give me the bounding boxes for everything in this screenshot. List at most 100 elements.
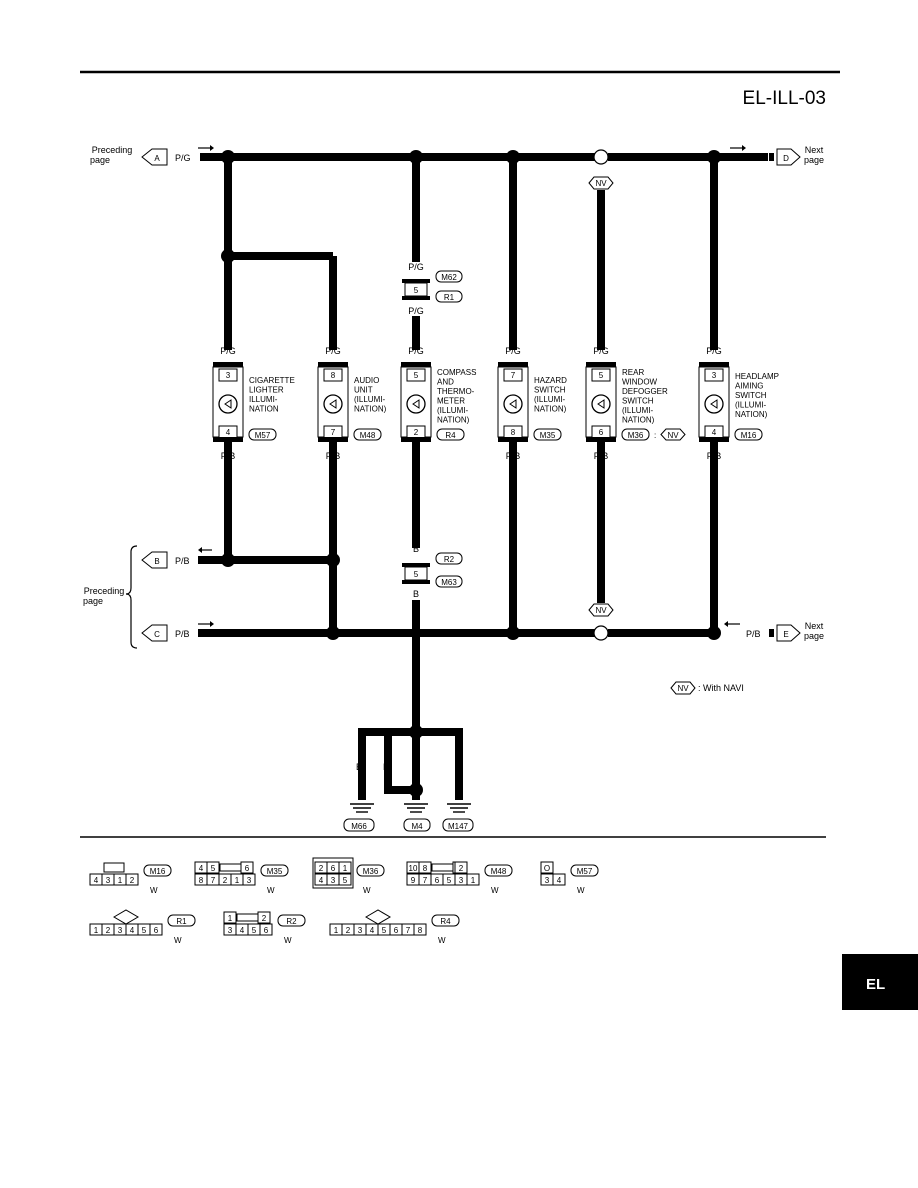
svg-text:P/B: P/B <box>175 629 190 639</box>
svg-text:6: 6 <box>154 926 159 935</box>
svg-text:2: 2 <box>223 876 228 885</box>
svg-text:5: 5 <box>343 876 348 885</box>
svg-text:M62: M62 <box>441 273 457 282</box>
connector-view-id: M57 <box>577 867 593 876</box>
offpage-connector-b: B P/B <box>141 547 212 569</box>
component-name-line: REAR <box>622 368 644 377</box>
svg-text:2: 2 <box>262 914 267 923</box>
svg-text:4: 4 <box>130 926 135 935</box>
svg-text:3: 3 <box>358 926 363 935</box>
vertical-wires <box>224 157 718 732</box>
nv-tag-top: NV <box>588 176 614 190</box>
wire-color-bottom: P/B <box>506 451 521 461</box>
ground-label-m4: M4 <box>411 822 423 831</box>
component-name-line: (ILLUMI- <box>735 401 766 410</box>
lamp-icon <box>218 394 238 414</box>
svg-text:3: 3 <box>118 926 123 935</box>
component-name-line: LIGHTER <box>249 386 284 395</box>
svg-text:2: 2 <box>346 926 351 935</box>
svg-text:5: 5 <box>414 570 419 579</box>
connector-view-id: M36 <box>363 867 379 876</box>
component-name-line: NATION) <box>622 416 655 425</box>
component-name-line: COMPASS <box>437 368 476 377</box>
svg-text:5: 5 <box>142 926 147 935</box>
component-name-line: (ILLUMI- <box>622 406 653 415</box>
wire-color-top: P/G <box>220 346 236 356</box>
svg-text:1: 1 <box>343 864 348 873</box>
svg-text:NV: NV <box>595 606 607 615</box>
lamp-icon <box>704 394 724 414</box>
connector-view-id: M48 <box>491 867 507 876</box>
svg-text:page: page <box>90 155 110 165</box>
offpage-connector-c: C P/B <box>141 621 214 642</box>
component-name-line: (ILLUMI- <box>534 395 565 404</box>
offpage-connector-a: Preceding page A P/G <box>90 145 214 166</box>
wire-color-top: P/G <box>706 346 722 356</box>
pin-bottom: 4 <box>712 428 717 437</box>
component-name-line: SWITCH <box>735 391 767 400</box>
svg-text:3: 3 <box>331 876 336 885</box>
pin-bottom: 4 <box>226 428 231 437</box>
connector-tag: M16 <box>741 431 757 440</box>
wire-color-top: P/G <box>325 346 341 356</box>
pin-bottom: 7 <box>331 428 336 437</box>
svg-text:Next: Next <box>805 621 824 631</box>
svg-text:1: 1 <box>118 876 123 885</box>
connector-note: : <box>654 431 656 440</box>
ground-label-m66: M66 <box>351 822 367 831</box>
lamp-icon <box>503 394 523 414</box>
wire-color-bottom: B <box>413 451 419 461</box>
component-name-line: DEFOGGER <box>622 387 668 396</box>
svg-text:B: B <box>356 762 362 772</box>
svg-text:P/B: P/B <box>746 629 761 639</box>
nv-tag: NV <box>667 431 679 440</box>
wire-color-top: P/G <box>593 346 609 356</box>
connector-view-id: R4 <box>440 917 451 926</box>
svg-text:P/B: P/B <box>175 556 190 566</box>
component-name-line: METER <box>437 397 465 406</box>
svg-text:4: 4 <box>557 876 562 885</box>
pin-top: 8 <box>331 371 336 380</box>
pin-top: 3 <box>226 371 231 380</box>
connector-view-m48: 97653110842M48W <box>406 861 513 895</box>
svg-text:page: page <box>804 155 824 165</box>
legend-nv: NV : With NAVI <box>670 681 744 695</box>
svg-text:6: 6 <box>331 864 336 873</box>
ground-label-m147: M147 <box>448 822 469 831</box>
component-name-line: (ILLUMI- <box>437 406 468 415</box>
svg-text:2: 2 <box>319 864 324 873</box>
connector-view-id: M35 <box>267 867 283 876</box>
section-badge-box <box>842 954 918 1010</box>
svg-text:page: page <box>83 596 103 606</box>
component-name-line: THERMO- <box>437 387 475 396</box>
svg-text:Preceding: Preceding <box>92 145 133 155</box>
component-name-line: NATION <box>249 405 279 414</box>
svg-text:4: 4 <box>94 876 99 885</box>
component-r4: P/G52BCOMPASSANDTHERMO-METER(ILLUMI-NATI… <box>400 346 476 461</box>
svg-text:B: B <box>413 544 419 554</box>
svg-text:5: 5 <box>382 926 387 935</box>
lamp-icon <box>406 394 426 414</box>
svg-text:B: B <box>154 557 159 566</box>
pin-top: 5 <box>599 371 604 380</box>
connector-view-color: W <box>267 886 275 895</box>
connector-tag: R4 <box>445 431 456 440</box>
component-name-line: SWITCH <box>622 397 654 406</box>
lamp-components: P/G34P/BCIGARETTELIGHTERILLUMI-NATIONM57… <box>212 346 779 461</box>
svg-text:3: 3 <box>247 876 252 885</box>
svg-text:B: B <box>383 762 389 772</box>
component-name-line: AIMING <box>735 382 763 391</box>
svg-text:10: 10 <box>409 864 418 873</box>
component-name-line: AUDIO <box>354 376 379 385</box>
connector-view-id: R1 <box>176 917 187 926</box>
svg-text:5: 5 <box>447 876 452 885</box>
component-name-line: AND <box>437 378 454 387</box>
wire-color-bottom: P/B <box>221 451 236 461</box>
svg-text:5: 5 <box>211 864 216 873</box>
